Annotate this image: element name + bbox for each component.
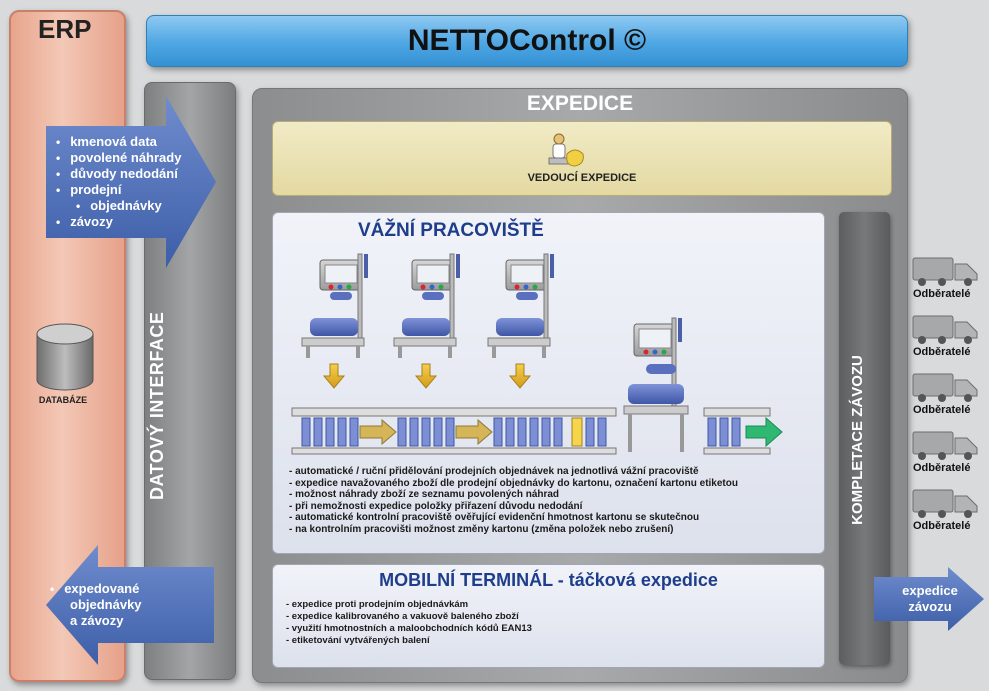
route-dispatch-arrow [874, 567, 984, 631]
note-line: - využití hmotnostních a maloobchodních … [286, 623, 532, 634]
control-station [623, 317, 689, 452]
database-icon [36, 323, 94, 391]
outbound-line: objednávky [70, 597, 142, 612]
note-line: - možnost náhrady zboží ze seznamu povol… [289, 489, 560, 501]
database-label: DATABÁZE [38, 395, 88, 405]
weighing-station [487, 253, 554, 389]
data-interface-label: DATOVÝ INTERFACE [147, 311, 167, 500]
customer-label: Odběratelé [913, 346, 971, 358]
weighing-station [301, 253, 368, 389]
app-title-banner: NETTOControl © [146, 15, 908, 67]
list-item: důvody nedodání [56, 166, 226, 182]
mobile-terminal-notes: - expedice proti prodejním objednávkám -… [286, 599, 532, 647]
customer-label: Odběratelé [913, 288, 971, 300]
expedice-title: EXPEDICE [526, 92, 634, 115]
output-conveyor [703, 407, 783, 455]
list-item: kmenová data [56, 134, 226, 150]
note-line: - expedice navažovaného zboží dle prodej… [289, 477, 738, 489]
outbound-arrow [46, 545, 214, 665]
truck-icon [912, 373, 978, 402]
vedouci-expedice-label: VEDOUCÍ EXPEDICE [527, 172, 637, 184]
truck-icon [912, 315, 978, 344]
route-dispatch-label: expedice závozu [880, 583, 980, 615]
note-line: - etiketování vytvářených balení [286, 635, 430, 646]
weighing-line-illustration [291, 253, 783, 455]
note-line: - expedice kalibrovaného a vakuově balen… [286, 611, 519, 622]
mobile-terminal-panel [272, 564, 825, 668]
truck-icon [912, 257, 978, 286]
outbound-line: a závozy [70, 613, 124, 628]
manager-icon [548, 133, 584, 167]
note-line: - na kontrolním pracovišti možnost změny… [289, 523, 674, 535]
route-dispatch-line: závozu [908, 599, 952, 614]
erp-title: ERP [38, 14, 92, 44]
main-conveyor [291, 407, 617, 455]
truck-icon [912, 431, 978, 460]
list-item: prodejní [56, 182, 226, 198]
route-assembly-label: KOMPLETACE ZÁVOZU [849, 355, 866, 525]
route-dispatch-line: expedice [902, 583, 958, 598]
list-item: povolené náhrady [56, 150, 226, 166]
mobile-terminal-title: MOBILNÍ TERMINÁL - táčková expedice [379, 570, 718, 590]
customer-label: Odběratelé [913, 462, 971, 474]
weighing-station-title: VÁŽNÍ PRACOVIŠTĚ [358, 220, 544, 241]
weighing-station [393, 253, 460, 389]
note-line: - expedice proti prodejním objednávkám [286, 599, 469, 610]
note-line: - automatické kontrolní pracoviště ověřu… [289, 512, 700, 524]
truck-icon [912, 489, 978, 518]
list-item: závozy [56, 214, 226, 230]
note-line: - automatické / ruční přidělování prodej… [289, 466, 699, 477]
customer-label: Odběratelé [913, 404, 971, 416]
inbound-data-list: kmenová data povolené náhrady důvody ned… [56, 134, 226, 230]
customer-label: Odběratelé [913, 520, 971, 532]
outbound-line: expedované [64, 581, 180, 597]
outbound-data-text: expedované objednávky a závozy [64, 581, 180, 629]
list-item-continuation: objednávky [56, 198, 226, 214]
note-line: - při nemožnosti expedice položky přiřaz… [289, 500, 583, 512]
weighing-station-notes: - automatické / ruční přidělování prodej… [289, 466, 819, 536]
